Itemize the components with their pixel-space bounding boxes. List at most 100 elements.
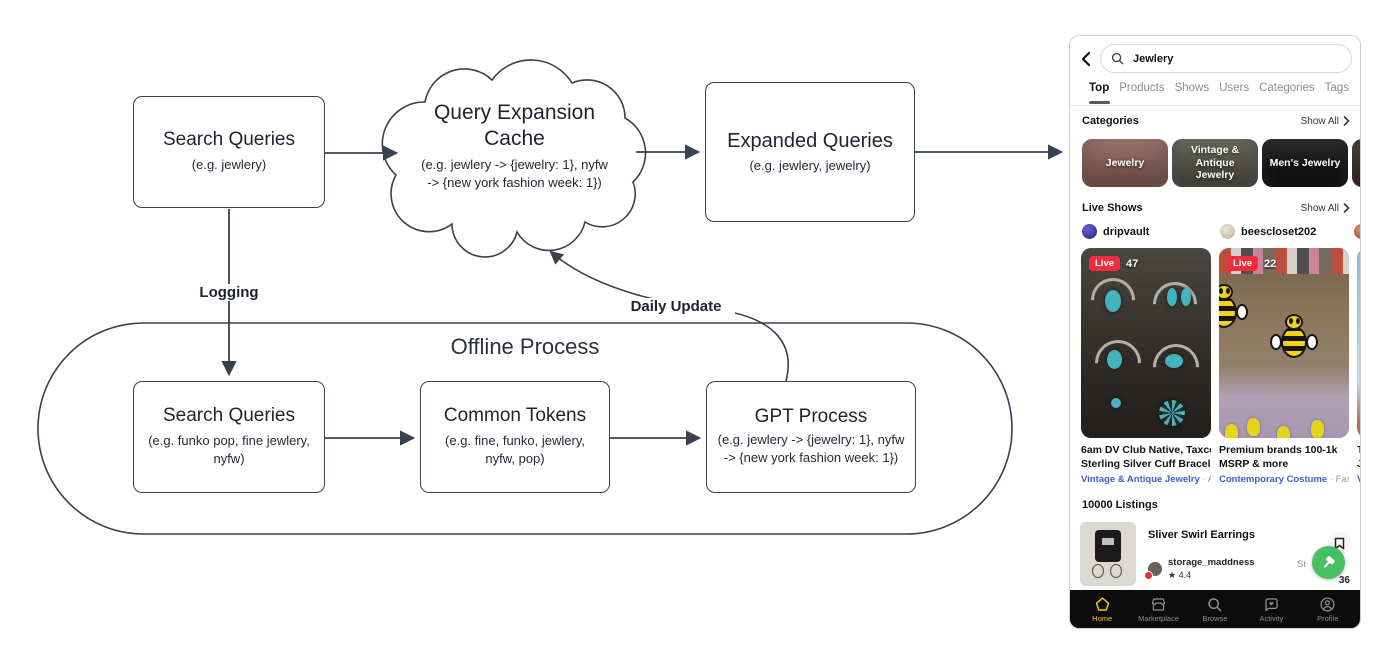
category-chips: Jewelry Vintage & Antique Jewelry Men's …	[1082, 139, 1360, 187]
app-screenshot: Top Products Shows Users Categories Tags…	[1069, 35, 1361, 629]
search-icon	[1111, 52, 1124, 65]
live-shows-show-all[interactable]: Show All	[1301, 203, 1350, 214]
live-show-sellers: dripvault beescloset202	[1070, 224, 1360, 242]
turquoise-stone	[1105, 290, 1121, 312]
daily-update-arrow	[549, 250, 789, 382]
bee-graphic	[1270, 314, 1318, 358]
box-title: Search Queries	[162, 404, 295, 426]
back-button[interactable]	[1078, 50, 1096, 68]
category-chip-partial[interactable]	[1352, 139, 1360, 187]
live-show-card-1[interactable]: Live 47	[1081, 248, 1211, 438]
box-subtitle: (e.g. jewlery, jewelry)	[749, 157, 871, 173]
show-category-link[interactable]: Vi	[1357, 474, 1360, 485]
cloud-subtitle-line2: -> {new york fashion week: 1})	[427, 174, 602, 190]
bottom-nav: Home Marketplace Browse A	[1070, 590, 1360, 628]
turquoise-stone	[1107, 350, 1122, 369]
live-pill: Live	[1089, 256, 1121, 271]
tulip-graphic	[1247, 418, 1260, 436]
live-badge: Live 47	[1089, 256, 1138, 271]
gavel-icon	[1324, 556, 1335, 568]
search-tabs: Top Products Shows Users Categories Tags	[1070, 82, 1360, 94]
back-chevron-icon	[1081, 51, 1091, 67]
category-link-suffix: · Fas...	[1329, 474, 1349, 486]
listing-thumbnail	[1080, 522, 1136, 586]
turquoise-stone	[1111, 398, 1121, 408]
category-chip-jewelry[interactable]: Jewelry	[1082, 139, 1168, 187]
avatar	[1082, 224, 1097, 239]
seller-partial[interactable]	[1354, 224, 1360, 239]
tab-users[interactable]: Users	[1219, 82, 1250, 94]
cloud-subtitle-line1: (e.g. jewlery -> {jewelry: 1}, nyfw	[421, 156, 608, 172]
nav-label: Activity	[1259, 613, 1284, 623]
occluded-text-right: 36	[1338, 575, 1350, 586]
listings-title: 10000 Listings	[1082, 499, 1158, 511]
box-title: GPT Process	[754, 405, 868, 427]
live-show-card-3-partial[interactable]	[1357, 248, 1360, 438]
tulip-graphic	[1225, 424, 1238, 438]
viewer-count: 22	[1264, 257, 1277, 270]
seller-name: dripvault	[1103, 225, 1150, 238]
nav-label: Home	[1092, 613, 1113, 623]
nav-home[interactable]: Home	[1076, 596, 1128, 623]
offline-process-container	[37, 322, 1013, 535]
turquoise-stone	[1181, 288, 1191, 306]
tab-tags[interactable]: Tags	[1324, 82, 1349, 94]
diagram-box-expanded-queries: Expanded Queries (e.g. jewlery, jewelry)	[705, 82, 915, 222]
avatar	[1144, 562, 1162, 580]
tab-top[interactable]: Top	[1089, 82, 1110, 94]
show-title-line2: Je	[1357, 458, 1360, 472]
category-link: Vintage & Antique Jewelry	[1081, 474, 1200, 486]
live-show-card-2[interactable]: Live 22	[1219, 248, 1349, 438]
category-chip-mens-jewelry[interactable]: Men's Jewelry	[1262, 139, 1348, 187]
nav-activity[interactable]: Activity	[1245, 596, 1297, 623]
box-subtitle: (e.g. fine, funko, jewlery, nyfw, pop)	[445, 432, 585, 467]
search-input[interactable]	[1131, 51, 1311, 66]
show-category-link[interactable]: Contemporary Costume · Fas...	[1219, 474, 1349, 485]
seller-beescloset202[interactable]: beescloset202	[1220, 224, 1316, 239]
tulip-graphic	[1311, 420, 1324, 438]
turquoise-flower	[1159, 400, 1185, 426]
seller-name: storage_maddness	[1168, 557, 1255, 568]
listing-seller[interactable]: storage_maddness ★ 4.4	[1144, 557, 1255, 581]
cloud-title-line2: Cache	[484, 127, 545, 151]
chip-label: Vintage & Antique Jewelry	[1190, 144, 1240, 182]
active-tab-underline	[1089, 101, 1110, 104]
browse-icon	[1208, 597, 1222, 611]
tulip-graphic	[1277, 426, 1290, 438]
categories-show-all[interactable]: Show All	[1301, 116, 1350, 127]
tab-products[interactable]: Products	[1119, 82, 1165, 94]
live-show-meta-2: Premium brands 100-1k MSRP & more Contem…	[1219, 444, 1349, 485]
nav-browse[interactable]: Browse	[1189, 596, 1241, 623]
tab-categories[interactable]: Categories	[1259, 82, 1315, 94]
show-all-label: Show All	[1300, 115, 1339, 127]
nav-label: Browse	[1202, 613, 1228, 623]
seller-rating: ★ 4.4	[1168, 570, 1192, 580]
listing-title: Sliver Swirl Earrings	[1148, 529, 1255, 541]
search-bar[interactable]	[1100, 44, 1352, 73]
box-title: Search Queries	[162, 129, 295, 151]
bid-fab-button[interactable]	[1312, 546, 1345, 579]
show-category-link[interactable]: Vintage & Antique Jewelry · A...	[1081, 474, 1211, 485]
offline-process-title: Offline Process	[450, 334, 600, 359]
category-link: Contemporary Costume	[1219, 474, 1328, 486]
diagram-box-search-queries-online: Search Queries (e.g. jewlery)	[133, 96, 325, 208]
live-shows-title: Live Shows	[1082, 202, 1143, 214]
nav-profile[interactable]: Profile	[1302, 596, 1354, 623]
show-title-line2: Sterling Silver Cuff Bracel...	[1081, 457, 1211, 470]
show-title-line1: 6am DV Club Native, Taxco,	[1081, 444, 1211, 456]
live-show-meta-1: 6am DV Club Native, Taxco, Sterling Silv…	[1081, 444, 1211, 485]
seller-dripvault[interactable]: dripvault	[1082, 224, 1149, 239]
app-header	[1070, 44, 1360, 74]
listing-row[interactable]: Sliver Swirl Earrings storage_maddness ★…	[1080, 519, 1354, 591]
chip-label: Jewelry	[1105, 156, 1145, 169]
chevron-right-icon	[1343, 203, 1350, 213]
nav-label: Marketplace	[1138, 613, 1179, 623]
nav-marketplace[interactable]: Marketplace	[1133, 596, 1185, 623]
show-title-line1: Th	[1357, 444, 1360, 458]
category-chip-vintage-antique-jewelry[interactable]: Vintage & Antique Jewelry	[1172, 139, 1258, 187]
live-show-cards: Live 47 Live 22	[1070, 248, 1360, 440]
show-title-line1: Premium brands 100-1k	[1219, 444, 1338, 456]
tab-shows[interactable]: Shows	[1174, 82, 1210, 94]
category-link: Vi	[1357, 474, 1360, 485]
